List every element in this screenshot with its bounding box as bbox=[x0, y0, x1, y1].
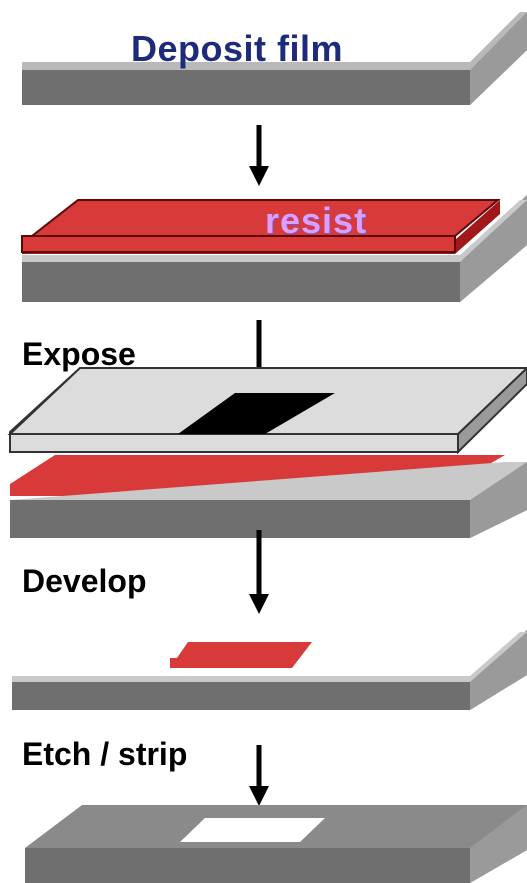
resist-layer bbox=[21, 199, 501, 254]
step-develop-label: Develop bbox=[22, 563, 147, 599]
substrate-etched bbox=[25, 805, 527, 883]
step-etch-label: Etch / strip bbox=[22, 736, 188, 772]
down-arrow-icon bbox=[249, 125, 269, 186]
substrate-resist bbox=[22, 195, 527, 302]
resist-pattern bbox=[170, 642, 312, 668]
resist-label: resist bbox=[265, 200, 368, 241]
down-arrow-icon bbox=[249, 745, 269, 806]
photomask bbox=[7, 366, 527, 455]
substrate-expose bbox=[10, 462, 527, 538]
substrate-develop bbox=[12, 630, 527, 710]
substrate-deposit bbox=[22, 12, 527, 105]
step-expose-label: Expose bbox=[22, 336, 136, 372]
down-arrow-icon bbox=[249, 530, 269, 614]
step-deposit-title: Deposit film bbox=[131, 28, 344, 69]
